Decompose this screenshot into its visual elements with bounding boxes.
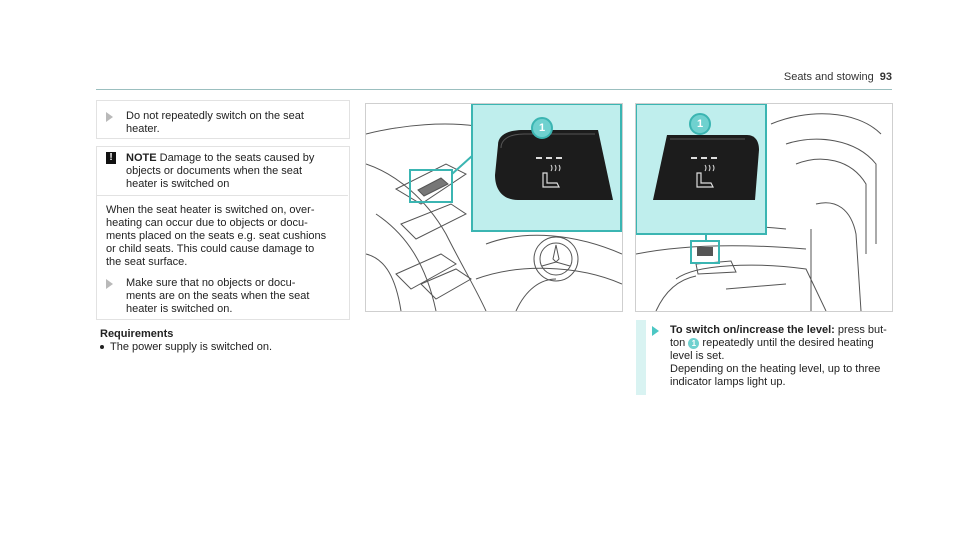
arrow-icon: [652, 326, 659, 336]
action-title: To switch on/increase the level:: [670, 324, 835, 336]
instruction-top: Do not repeatedly switch on the seat hea…: [106, 110, 346, 135]
callout-connector: [705, 235, 707, 241]
instruction-line: Do not repeatedly switch on the seat: [126, 110, 304, 122]
page-header-rule: [96, 89, 892, 90]
action-highlight-bar: [636, 320, 646, 395]
note-line: heater is switched on: [126, 178, 230, 190]
requirements-item: The power supply is switched on.: [100, 341, 350, 354]
arrow-icon: [106, 279, 113, 289]
note-title-rest: Damage to the seats caused by: [156, 152, 315, 164]
warning-icon: !: [106, 152, 116, 164]
note-title: NOTE: [126, 152, 157, 164]
note-paragraph: When the seat heater is switched on, ove…: [106, 204, 327, 268]
zoom-highlight-panel: 1: [471, 104, 622, 232]
action-step: To switch on/increase the level: press b…: [652, 324, 902, 388]
callout-number-inline: 1: [688, 337, 700, 349]
seat-heater-button-zoom: [495, 130, 613, 200]
instruction-line: heater.: [126, 123, 160, 135]
door-panel-drawing: [366, 123, 622, 311]
page-header: Seats and stowing 93: [720, 71, 892, 83]
note-instruction: Make sure that no objects or docu- ments…: [106, 277, 346, 315]
callout-number: 1: [531, 117, 553, 139]
arrow-icon: [106, 112, 113, 122]
illustration-seat: 1: [635, 103, 893, 312]
section-title: Seats and stowing: [783, 71, 874, 83]
illustration-door-panel: 1: [365, 103, 623, 312]
requirements: Requirements The power supply is switche…: [100, 328, 350, 354]
page-number: 93: [879, 71, 892, 83]
note-box: [96, 146, 350, 320]
bullet-icon: [100, 345, 104, 350]
callout-number: 1: [689, 113, 711, 135]
seat-heater-button-zoom: [653, 135, 759, 200]
zoom-highlight-panel: 1: [636, 104, 767, 235]
requirements-title: Requirements: [100, 328, 174, 340]
note-line: objects or documents when the seat: [126, 165, 303, 177]
instruction-box-top: [96, 100, 350, 139]
note-box-divider: [96, 195, 348, 196]
